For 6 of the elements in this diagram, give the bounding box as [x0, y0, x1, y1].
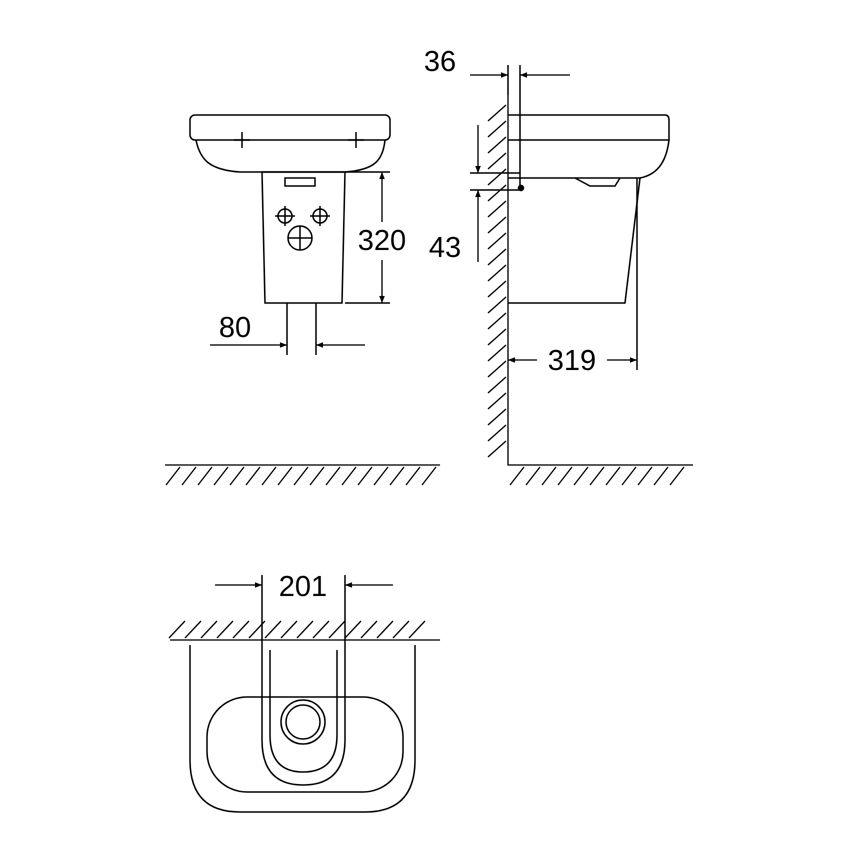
- dimension-label: 36: [424, 47, 456, 77]
- dimension-label: 319: [548, 346, 596, 376]
- dimension-label: 43: [428, 233, 462, 263]
- dimension-label: 320: [358, 226, 406, 256]
- dimension-label: 201: [278, 572, 328, 602]
- dimension-label: 80: [218, 313, 252, 343]
